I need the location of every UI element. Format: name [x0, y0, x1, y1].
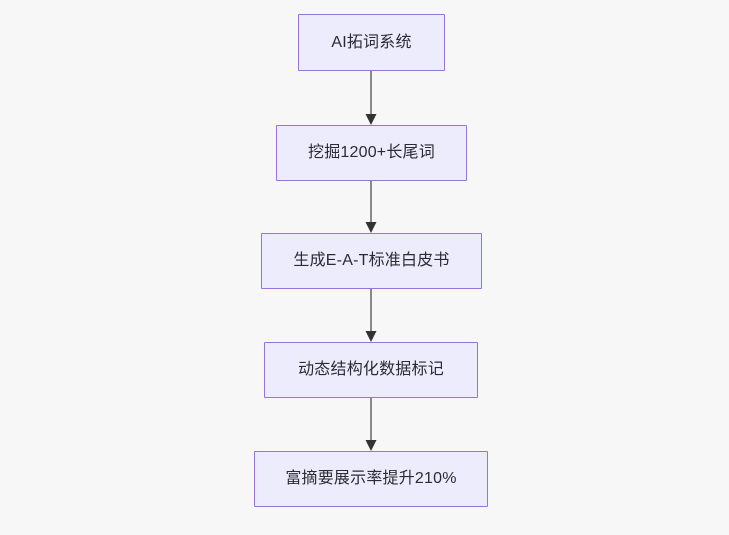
- flowchart-node-label: 生成E-A-T标准白皮书: [293, 252, 450, 270]
- flowchart-node-label: 富摘要展示率提升210%: [285, 470, 457, 488]
- edge-node3-to-node4: [365, 289, 377, 342]
- edge-node2-to-node3: [365, 181, 377, 233]
- flowchart-node-4[interactable]: 动态结构化数据标记: [264, 342, 478, 398]
- flowchart-node-1[interactable]: AI拓词系统: [298, 14, 445, 71]
- edge-node4-to-node5: [365, 398, 377, 451]
- arrowhead-icon: [365, 114, 377, 125]
- flowchart-node-3[interactable]: 生成E-A-T标准白皮书: [261, 233, 482, 289]
- arrowhead-icon: [365, 331, 377, 342]
- flowchart-node-label: 动态结构化数据标记: [298, 361, 444, 379]
- flowchart-node-2[interactable]: 挖掘1200+长尾词: [276, 125, 467, 181]
- flowchart-node-label: 挖掘1200+长尾词: [308, 144, 435, 162]
- flowchart-node-5[interactable]: 富摘要展示率提升210%: [254, 451, 488, 507]
- arrowhead-icon: [365, 222, 377, 233]
- edge-node1-to-node2: [365, 71, 377, 125]
- arrowhead-icon: [365, 440, 377, 451]
- flowchart-node-label: AI拓词系统: [331, 33, 412, 51]
